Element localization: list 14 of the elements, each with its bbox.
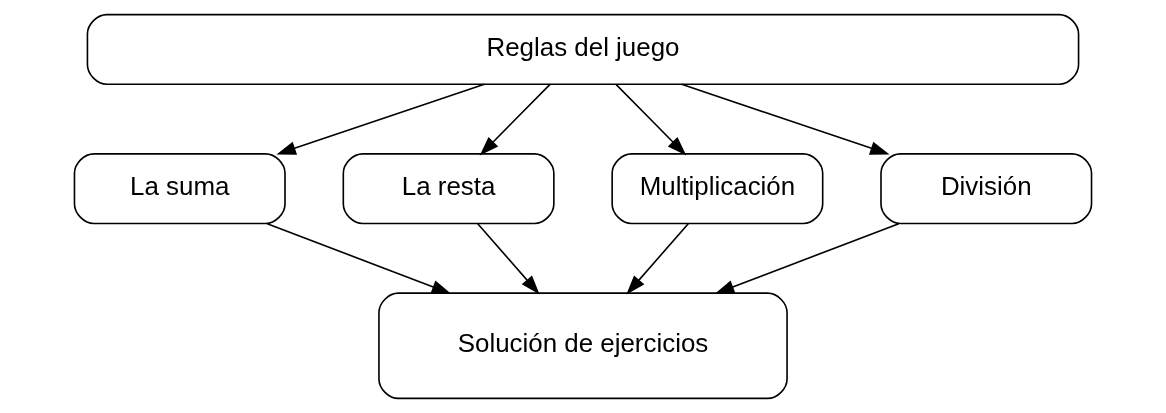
node-box: La resta bbox=[342, 153, 555, 225]
arrow bbox=[476, 222, 540, 295]
node-box: La suma bbox=[73, 153, 286, 225]
arrow bbox=[714, 222, 900, 294]
node-box: Multiplicación bbox=[611, 153, 824, 225]
arrow bbox=[680, 83, 890, 155]
arrow bbox=[266, 222, 452, 294]
arrow bbox=[615, 83, 687, 156]
node-box: Reglas del juego bbox=[86, 13, 1080, 86]
arrow bbox=[626, 222, 690, 295]
arrow bbox=[276, 83, 486, 155]
node-box: División bbox=[880, 153, 1093, 225]
arrow bbox=[479, 83, 551, 156]
node-box: Solución de ejercicios bbox=[378, 292, 788, 400]
